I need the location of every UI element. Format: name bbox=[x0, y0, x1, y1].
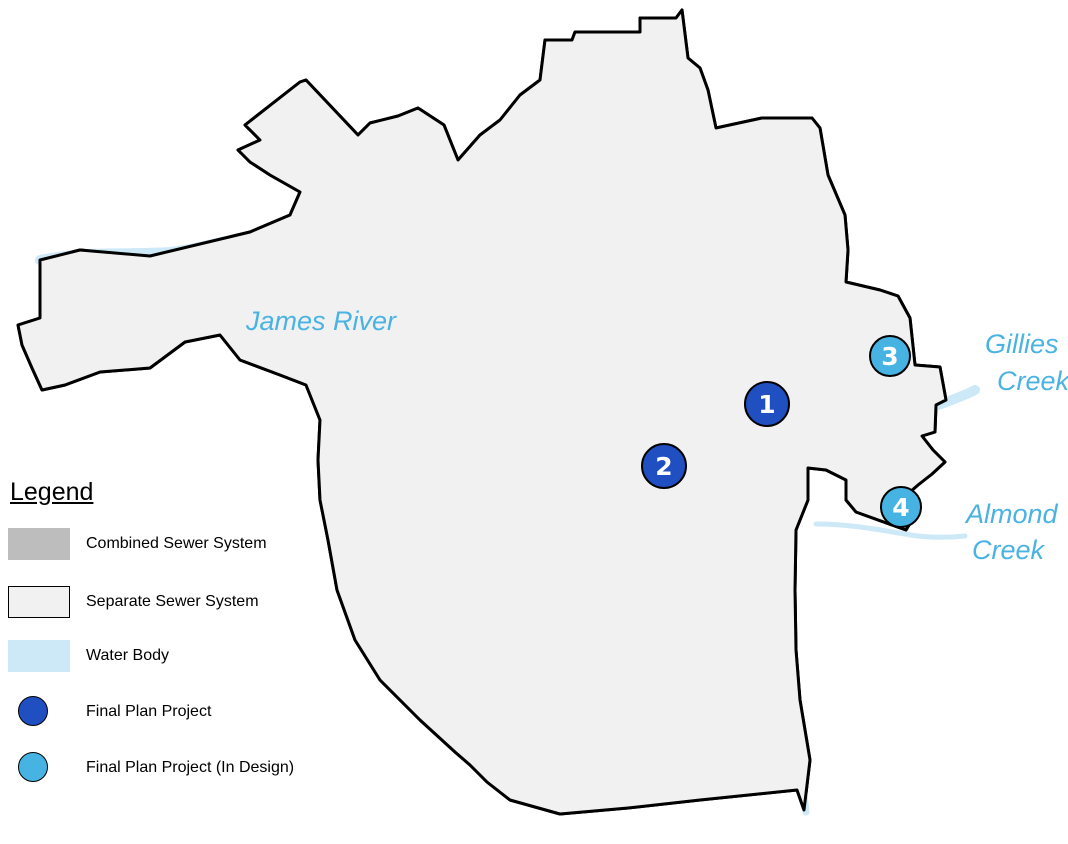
legend-label-combined-sewer: Combined Sewer System bbox=[86, 535, 267, 552]
legend-label-in-design-project: Final Plan Project (In Design) bbox=[86, 759, 295, 776]
final-project-circle bbox=[18, 696, 48, 726]
project-marker-2[interactable]: 2 bbox=[641, 443, 687, 489]
legend-label-final-project: Final Plan Project bbox=[86, 703, 212, 720]
legend-label-water-body: Water Body bbox=[86, 647, 169, 664]
almond-creek-label-line1: Almond bbox=[964, 499, 1059, 529]
legend-item-water-body: Water Body bbox=[8, 640, 169, 672]
svg-text:2: 2 bbox=[655, 452, 672, 481]
almond-creek bbox=[813, 521, 968, 540]
water-body-swatch bbox=[8, 640, 70, 672]
combined-sewer-swatch bbox=[8, 528, 70, 560]
map-legend: Legend Combined Sewer System Separate Se… bbox=[8, 478, 348, 782]
legend-title: Legend bbox=[10, 478, 94, 506]
svg-text:4: 4 bbox=[892, 493, 909, 522]
svg-text:3: 3 bbox=[881, 342, 898, 371]
project-marker-3[interactable]: 3 bbox=[869, 335, 911, 377]
project-marker-4[interactable]: 4 bbox=[880, 486, 922, 528]
in-design-circle bbox=[18, 752, 48, 782]
separate-sewer-swatch bbox=[8, 586, 70, 618]
final-project-circle-icon bbox=[8, 696, 70, 728]
legend-item-final-project: Final Plan Project bbox=[8, 696, 211, 728]
legend-item-in-design-project: Final Plan Project (In Design) bbox=[8, 752, 294, 784]
gillies-creek-label-line1: Gillies bbox=[985, 329, 1059, 359]
legend-label-separate-sewer: Separate Sewer System bbox=[86, 593, 259, 610]
project-marker-1[interactable]: 1 bbox=[744, 381, 790, 427]
james-river-label: James River bbox=[245, 306, 397, 336]
almond-creek-label-line2: Creek bbox=[972, 535, 1046, 565]
legend-item-combined-sewer: Combined Sewer System bbox=[8, 528, 267, 560]
svg-text:1: 1 bbox=[758, 390, 775, 419]
gillies-creek-label-line2: Creek bbox=[997, 366, 1068, 396]
legend-item-separate-sewer: Separate Sewer System bbox=[8, 586, 259, 618]
in-design-circle-icon bbox=[8, 752, 70, 784]
